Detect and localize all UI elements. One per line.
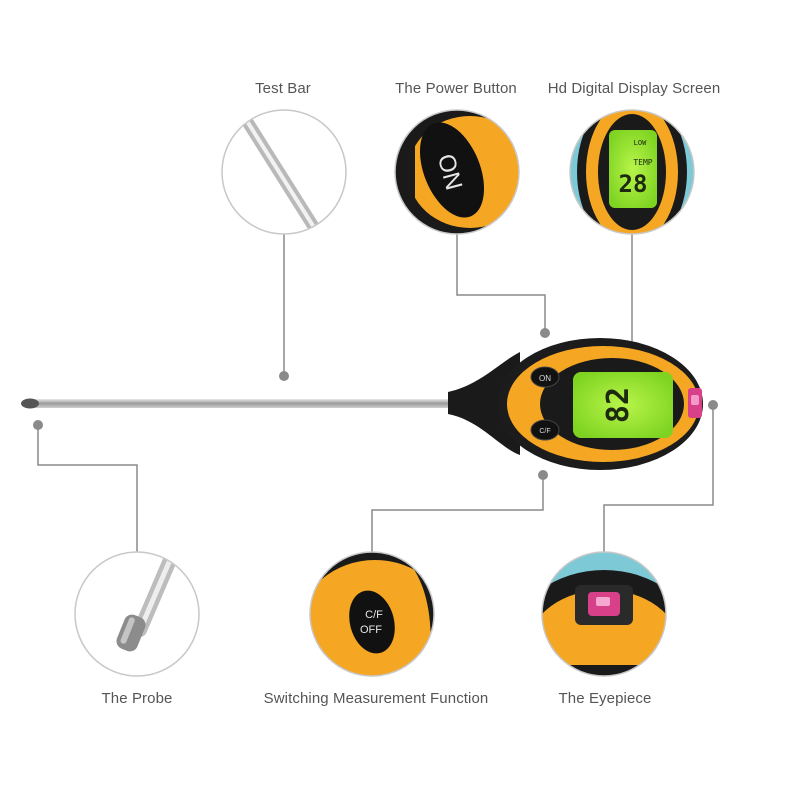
detail-probe xyxy=(74,551,200,677)
label-test-bar: Test Bar xyxy=(255,80,311,97)
device-fn-mini-label: C/F xyxy=(539,428,550,435)
label-power-button: The Power Button xyxy=(395,80,517,97)
device-lcd xyxy=(573,372,673,438)
device-eyepiece-shine xyxy=(691,395,699,405)
display-unit-label: TEMP xyxy=(633,158,652,167)
dot-eyepiece xyxy=(708,400,718,410)
detail-display-screen: LOW TEMP 28 xyxy=(569,109,695,235)
leader-probe xyxy=(37,425,138,552)
detail-power-button: ON xyxy=(394,109,520,235)
dot-switch xyxy=(538,470,548,480)
display-reading: 28 xyxy=(619,170,648,198)
switch-button-label: C/F xyxy=(365,609,383,621)
label-display-screen: Hd Digital Display Screen xyxy=(547,80,721,97)
leader-lines xyxy=(37,234,714,552)
dot-test-bar xyxy=(279,371,289,381)
label-probe: The Probe xyxy=(101,690,173,707)
detail-switching: C/F OFF xyxy=(309,551,435,677)
leader-power xyxy=(456,234,546,333)
dot-power xyxy=(540,328,550,338)
soil-meter: 82 ON C/F xyxy=(21,338,703,470)
label-eyepiece: The Eyepiece xyxy=(558,690,652,707)
dot-probe xyxy=(33,420,43,430)
probe-rod xyxy=(30,399,455,408)
device-neck xyxy=(448,352,520,455)
display-top-label: LOW xyxy=(634,139,647,147)
leader-eyepiece xyxy=(603,405,714,552)
device-function-button[interactable] xyxy=(530,419,560,441)
label-switching: Switching Measurement Function xyxy=(263,690,489,707)
probe-tip xyxy=(21,398,39,409)
detail-eyepiece xyxy=(541,551,667,677)
switch-button-label-2: OFF xyxy=(360,624,382,636)
device-on-button[interactable] xyxy=(530,366,560,388)
device-on-mini-label: ON xyxy=(539,374,551,383)
leader-switch xyxy=(371,475,544,552)
device-lcd-reading: 82 xyxy=(601,387,636,423)
detail-test-bar xyxy=(221,109,347,235)
